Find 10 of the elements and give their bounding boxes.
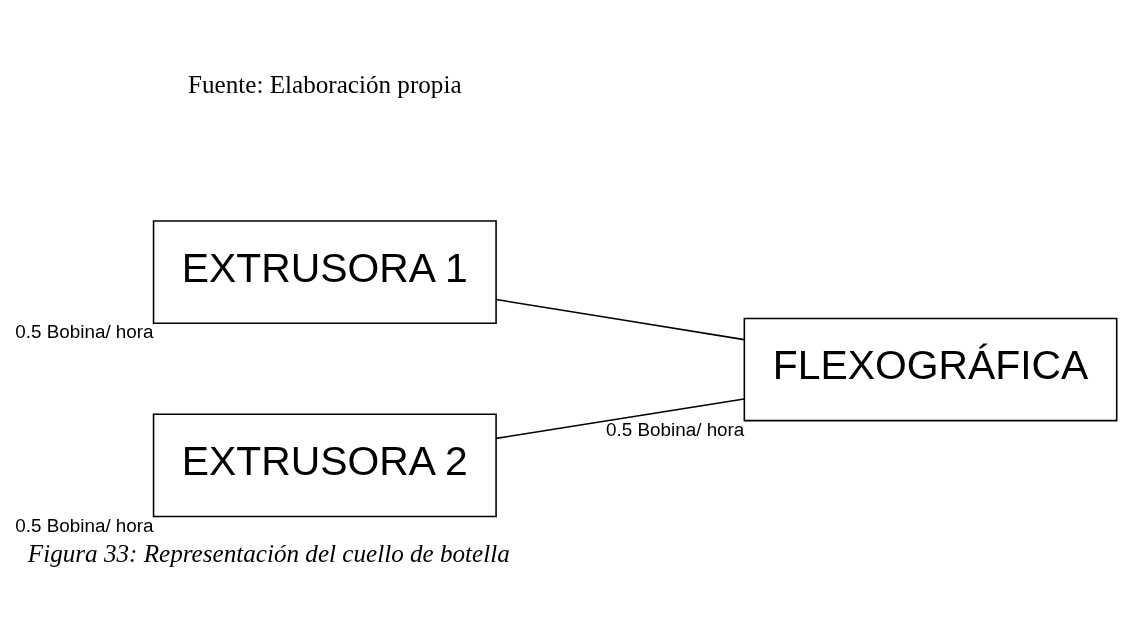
connector — [495, 397, 745, 439]
node-label: 0.5 Bobina/ hora — [15, 514, 154, 536]
node-box: FLEXOGRÁFICA — [743, 317, 1118, 421]
label: Fuente: Elaboración propia — [188, 70, 462, 98]
connector — [495, 298, 745, 340]
node-box: EXTRUSORA 1 — [152, 219, 497, 324]
node-label: 0.5 Bobina/ hora — [606, 418, 745, 440]
caption: Figura 33: Representación del cuello de botella — [27, 539, 510, 567]
node-box: EXTRUSORA 2 — [152, 413, 497, 517]
node-label: 0.5 Bobina/ hora — [15, 320, 154, 342]
